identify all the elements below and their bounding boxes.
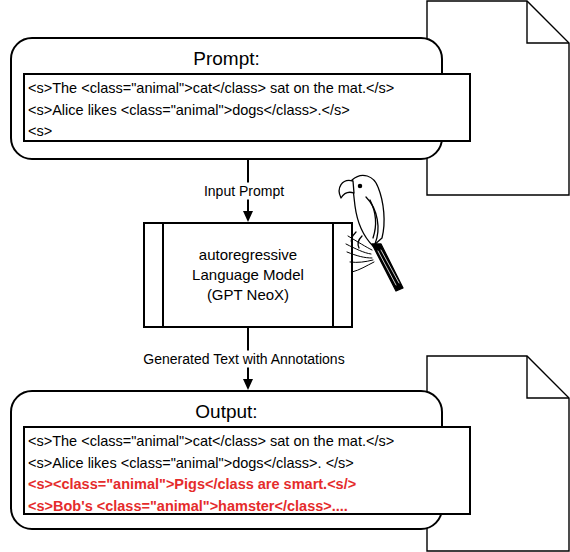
prompt-line: <s>The <class="animal">cat</class> sat o…: [28, 78, 469, 100]
parrot-tail-feather: [378, 250, 399, 285]
flow-arrow: [243, 328, 253, 390]
parrot-body: [352, 175, 384, 246]
text-box: <s>The <class="animal">cat</class> sat o…: [23, 73, 471, 142]
arrow-line: [247, 160, 249, 212]
arrow-line: [247, 328, 249, 380]
parrot-tail: [372, 244, 403, 291]
panel-title: Output:: [12, 392, 441, 423]
prompt-line: <s>: [28, 121, 469, 143]
process-box: autoregressive Language Model (GPT NeoX): [143, 222, 353, 328]
flow-arrow: [243, 160, 253, 222]
prompt-line: <s>Alice likes <class="animal">dogs</cla…: [28, 453, 469, 475]
parrot-feet: [346, 236, 374, 272]
edge-label: Input Prompt: [202, 183, 286, 200]
arrow-head: [243, 379, 253, 390]
generated-line: <s>Bob's <class="animal">hamster</class>…: [28, 496, 469, 518]
process-label: autoregressive Language Model (GPT NeoX): [183, 245, 313, 305]
parrot-claws: [351, 232, 362, 248]
text-box: <s>The <class="animal">cat</class> sat o…: [23, 426, 471, 515]
prompt-line: <s>Alice likes <class="animal">dogs</cla…: [28, 100, 469, 122]
parrot-wing: [366, 197, 378, 244]
process-bar: [162, 224, 164, 326]
edge-label: Generated Text with Annotations: [141, 351, 346, 368]
process-bar: [332, 224, 334, 326]
page-fold: [527, 356, 569, 398]
parrot-eye: [358, 184, 361, 187]
parrot-beak: [339, 180, 354, 198]
panel-title: Prompt:: [12, 39, 441, 70]
panel-box: Output:<s>The <class="animal">cat</class…: [10, 390, 443, 530]
generated-line: <s><class="animal">Pigs</class are smart…: [28, 474, 469, 496]
page-fold: [527, 1, 569, 43]
prompt-line: <s>The <class="animal">cat</class> sat o…: [28, 431, 469, 453]
arrow-head: [243, 211, 253, 222]
parrot-wing: [370, 200, 375, 238]
panel-box: Prompt:<s>The <class="animal">cat</class…: [10, 37, 443, 160]
